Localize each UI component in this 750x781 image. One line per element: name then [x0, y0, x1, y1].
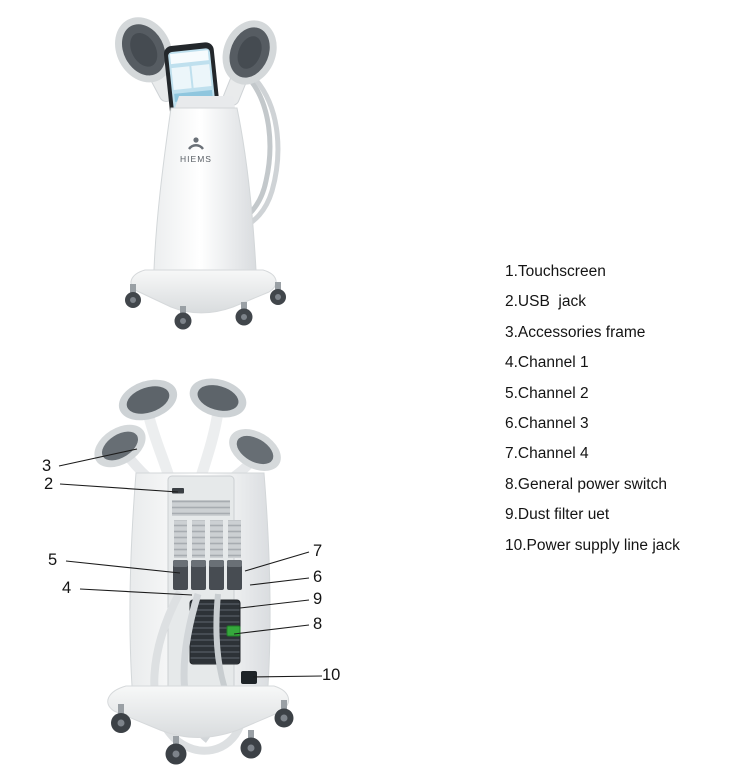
- legend-list: 1.Touchscreen 2.USB jack 3.Accessories f…: [505, 263, 680, 567]
- callout-3: 3: [42, 457, 52, 475]
- legend-item: 7.Channel 4: [505, 445, 589, 463]
- caster: [111, 704, 131, 733]
- callout-5: 5: [48, 551, 58, 569]
- callout-6: 6: [313, 568, 323, 586]
- legend-item: 8.General power switch: [505, 475, 667, 493]
- callout-2: 2: [44, 475, 54, 493]
- tower-neck: [175, 96, 235, 108]
- callout-9: 9: [313, 590, 323, 608]
- callout-7: 7: [313, 542, 323, 560]
- brand-text: HIEMS: [180, 154, 212, 164]
- applicator-channel: [229, 429, 281, 471]
- caster: [270, 282, 286, 305]
- power-switch: [226, 625, 241, 637]
- caster: [240, 730, 262, 759]
- brand-logo: HIEMS: [180, 137, 212, 164]
- legend-item: 3.Accessories frame: [505, 323, 646, 341]
- tower-body: [153, 107, 257, 271]
- legend-item: 9.Dust filter uet: [505, 506, 610, 524]
- vent-ribs: [172, 500, 230, 516]
- caster: [274, 700, 294, 728]
- front-view-illustration: HIEMS: [115, 17, 286, 330]
- usb-jack: [172, 488, 184, 494]
- legend-item: 4.Channel 1: [505, 354, 589, 372]
- back-view-illustration: [94, 378, 294, 765]
- callout-4: 4: [62, 579, 72, 597]
- cable-boots: [174, 520, 241, 558]
- caster: [125, 284, 141, 308]
- legend-item: 5.Channel 2: [505, 384, 589, 402]
- legend-item: 2.USB jack: [505, 293, 586, 311]
- front-right-applicator: [222, 20, 277, 106]
- front-base: [130, 269, 277, 314]
- legend-item: 1.Touchscreen: [505, 263, 606, 280]
- applicator-channel: [118, 379, 178, 421]
- legend-item: 10.Power supply line jack: [505, 536, 680, 554]
- back-base: [107, 685, 289, 738]
- caster: [165, 736, 187, 765]
- power-line-jack: [241, 671, 257, 684]
- caster: [174, 306, 192, 330]
- callout-10: 10: [322, 666, 341, 684]
- callout-8: 8: [313, 615, 323, 633]
- front-left-applicator: [115, 17, 176, 102]
- legend-item: 6.Channel 3: [505, 414, 589, 432]
- caster: [235, 302, 253, 326]
- applicator-channel: [189, 378, 247, 418]
